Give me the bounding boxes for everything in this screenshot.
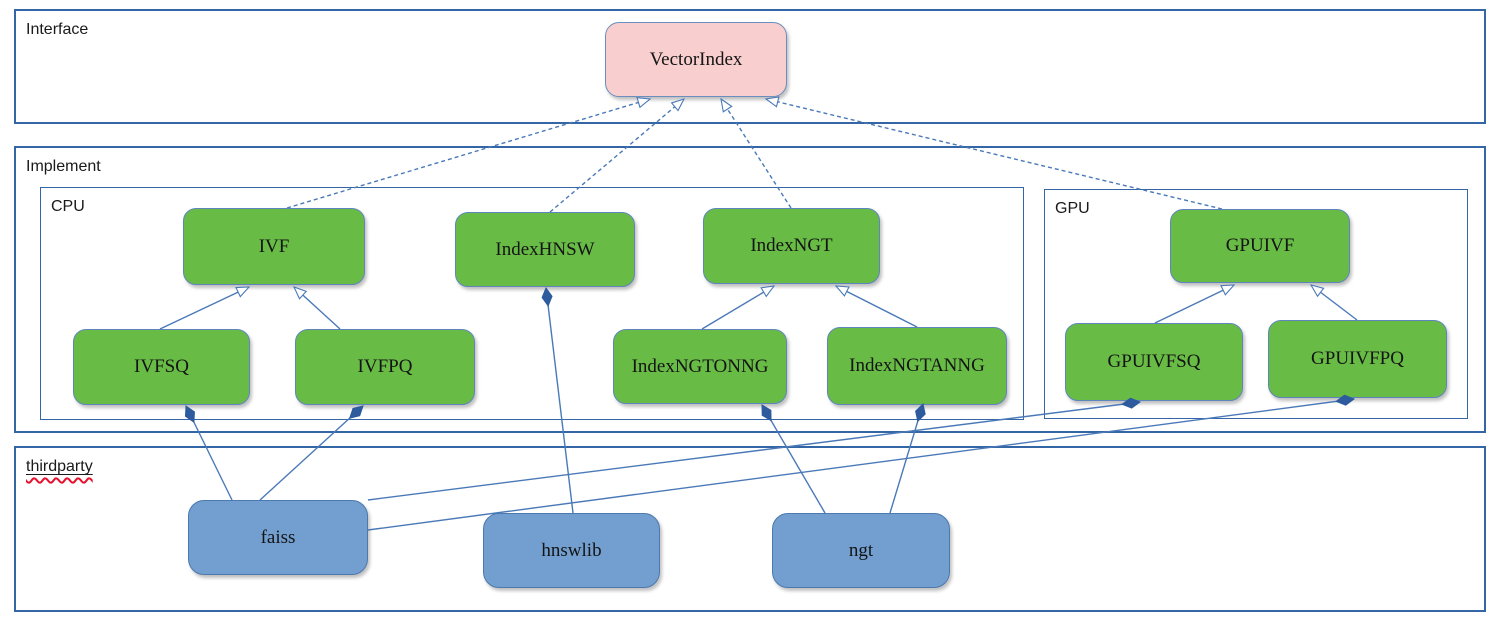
node-GPUIVFPQ[interactable]: GPUIVFPQ	[1268, 320, 1447, 398]
node-label-ngt: ngt	[848, 539, 874, 561]
node-label-GPUIVFSQ: GPUIVFSQ	[1107, 351, 1201, 372]
container-label-thirdparty: thirdparty	[16, 448, 93, 476]
container-label-implement: Implement	[26, 158, 101, 175]
node-label-hnswlib: hnswlib	[541, 539, 602, 561]
container-label-gpu: GPU	[1055, 200, 1090, 217]
node-label-IndexHNSW: IndexHNSW	[495, 238, 595, 260]
node-IndexNGT[interactable]: IndexNGT	[703, 208, 880, 284]
node-label-IVFPQ: IVFPQ	[357, 356, 413, 377]
node-IVFPQ[interactable]: IVFPQ	[295, 329, 475, 405]
node-label-IndexNGTANNG: IndexNGTANNG	[849, 355, 985, 376]
node-IVF[interactable]: IVF	[183, 208, 365, 285]
node-hnswlib[interactable]: hnswlib	[483, 513, 660, 588]
node-label-IndexNGTONNG: IndexNGTONNG	[631, 355, 769, 377]
node-VectorIndex[interactable]: VectorIndex	[605, 22, 787, 97]
node-IndexNGTANNG[interactable]: IndexNGTANNG	[827, 327, 1007, 405]
node-IVFSQ[interactable]: IVFSQ	[73, 329, 250, 405]
node-GPUIVF[interactable]: GPUIVF	[1170, 209, 1350, 283]
node-label-IVFSQ: IVFSQ	[134, 356, 189, 377]
node-label-VectorIndex: VectorIndex	[649, 48, 743, 70]
node-label-faiss: faiss	[260, 526, 296, 548]
container-label-cpu: CPU	[51, 198, 85, 215]
node-IndexNGTONNG[interactable]: IndexNGTONNG	[613, 329, 787, 404]
node-label-IVF: IVF	[258, 235, 290, 257]
node-label-GPUIVF: GPUIVF	[1225, 235, 1295, 256]
node-IndexHNSW[interactable]: IndexHNSW	[455, 212, 635, 287]
node-faiss[interactable]: faiss	[188, 500, 368, 575]
container-label-interface: Interface	[26, 21, 89, 38]
node-ngt[interactable]: ngt	[772, 513, 950, 588]
node-label-GPUIVFPQ: GPUIVFPQ	[1311, 348, 1404, 369]
node-label-IndexNGT: IndexNGT	[750, 235, 833, 256]
container-label-text-thirdparty: thirdparty	[26, 458, 93, 475]
node-GPUIVFSQ[interactable]: GPUIVFSQ	[1065, 323, 1243, 401]
